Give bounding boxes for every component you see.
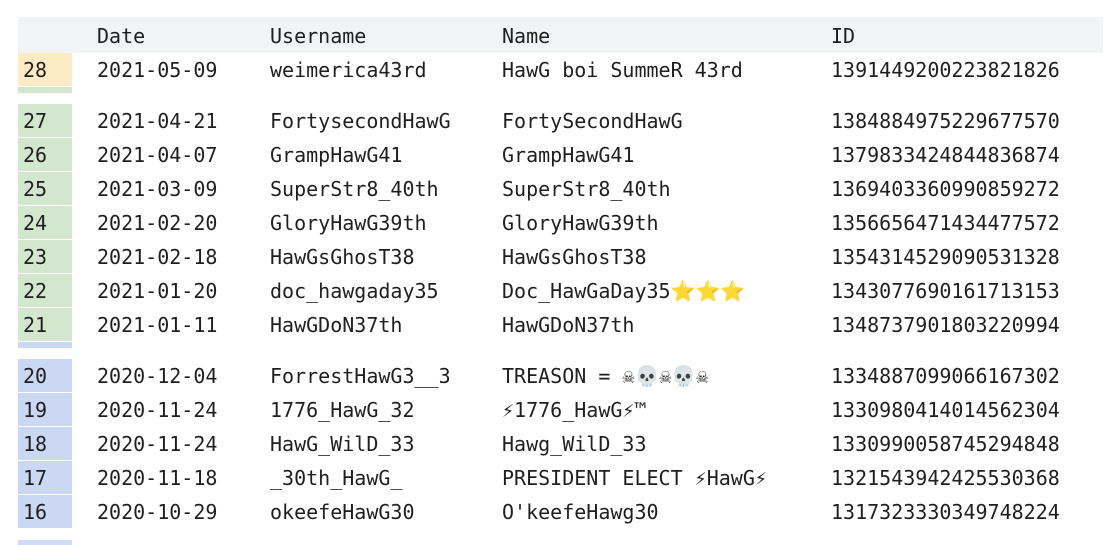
row-number[interactable]: 28 [18, 53, 72, 86]
date-cell[interactable]: 2021-04-21 [97, 109, 218, 133]
name-cell[interactable]: GloryHawG39th [502, 211, 659, 235]
table-row[interactable]: 16 2020-10-29 okeefeHawG30 O'keefeHawg30 131… [18, 495, 1103, 529]
table-row[interactable]: 21 2021-01-11 HawGDoN37th HawGDoN37th 134873… [18, 308, 1103, 342]
id-cell[interactable]: 1321543942425530368 [831, 466, 1060, 490]
username-cell[interactable]: SuperStr8_40th [270, 177, 439, 201]
row-number[interactable]: 22 [18, 274, 72, 307]
username-cell[interactable]: HawGDoN37th [270, 313, 403, 337]
id-cell[interactable]: 1343077690161713153 [831, 279, 1060, 303]
date-cell[interactable]: 2021-01-20 [97, 279, 218, 303]
username-cell[interactable]: GloryHawG39th [270, 211, 427, 235]
table-row[interactable]: 20 2020-12-04 ForrestHawG3__3 TREASON = ☠💀☠… [18, 359, 1103, 393]
id-cell[interactable]: 1330980414014562304 [831, 398, 1060, 422]
name-cell[interactable]: Doc_HawGaDay35⭐⭐⭐ [502, 279, 746, 303]
column-header-username[interactable]: Username [270, 24, 367, 48]
username-cell[interactable]: ForrestHawG3__3 [270, 364, 451, 388]
username-cell[interactable]: okeefeHawG30 [270, 500, 415, 524]
table-row[interactable]: 27 2021-04-21 FortysecondHawG FortySecondHa… [18, 104, 1103, 138]
date-cell[interactable]: 2020-12-04 [97, 364, 218, 388]
username-cell[interactable]: HawG_WilD_33 [270, 432, 415, 456]
id-cell[interactable]: 1391449200223821826 [831, 58, 1060, 82]
header-row: Date Username Name ID [18, 17, 1103, 53]
row-number[interactable]: 25 [18, 172, 72, 205]
date-cell[interactable]: 2020-10-29 [97, 500, 218, 524]
table-row[interactable]: 26 2021-04-07 GrampHawG41 GrampHawG41 137983… [18, 138, 1103, 172]
table-row[interactable]: 24 2021-02-20 GloryHawG39th GloryHawG39th 13… [18, 206, 1103, 240]
column-header-id[interactable]: ID [831, 24, 856, 48]
name-cell[interactable]: Hawg_WilD_33 [502, 432, 647, 456]
date-cell[interactable]: 2020-11-24 [97, 432, 218, 456]
name-cell[interactable]: GrampHawG41 [502, 143, 635, 167]
table-row[interactable]: 18 2020-11-24 HawG_WilD_33 Hawg_WilD_33 1330… [18, 427, 1103, 461]
username-cell[interactable]: GrampHawG41 [270, 143, 403, 167]
column-header-date[interactable]: Date [97, 24, 146, 48]
row-number[interactable]: 16 [18, 495, 72, 528]
name-cell[interactable]: FortySecondHawG [502, 109, 683, 133]
row-number[interactable]: 26 [18, 138, 72, 171]
table-row[interactable]: 25 2021-03-09 SuperStr8_40th SuperStr8_40th… [18, 172, 1103, 206]
id-cell[interactable]: 1354314529090531328 [831, 245, 1060, 269]
id-cell[interactable]: 1356656471434477572 [831, 211, 1060, 235]
row-number[interactable]: 23 [18, 240, 72, 273]
date-cell[interactable]: 2021-05-09 [97, 58, 218, 82]
username-cell[interactable]: _30th_HawG_ [270, 466, 403, 490]
name-cell[interactable]: HawG boi SummeR 43rd [502, 58, 743, 82]
name-cell[interactable]: HawGsGhosT38 [502, 245, 647, 269]
column-header-name[interactable]: Name [502, 24, 551, 48]
name-cell[interactable]: HawGDoN37th [502, 313, 635, 337]
date-cell[interactable]: 2021-04-07 [97, 143, 218, 167]
name-cell[interactable]: PRESIDENT ELECT ⚡HawG⚡ [502, 466, 767, 490]
row-number[interactable]: 20 [18, 359, 72, 392]
name-cell[interactable]: ⚡1776_HawG⚡™ [502, 398, 647, 422]
row-number-stub [18, 540, 72, 545]
id-cell[interactable]: 1317323330349748224 [831, 500, 1060, 524]
date-cell[interactable]: 2021-02-18 [97, 245, 218, 269]
id-cell[interactable]: 1369403360990859272 [831, 177, 1060, 201]
username-cell[interactable]: weimerica43rd [270, 58, 427, 82]
table-row[interactable]: 17 2020-11-18 _30th_HawG_ PRESIDENT ELECT ⚡… [18, 461, 1103, 495]
username-cell[interactable]: FortysecondHawG [270, 109, 451, 133]
table-row[interactable]: 28 2021-05-09 weimerica43rd HawG boi SummeR… [18, 53, 1103, 87]
row-number[interactable]: 21 [18, 308, 72, 341]
date-cell[interactable]: 2021-03-09 [97, 177, 218, 201]
name-cell[interactable]: TREASON = ☠💀☠💀☠ [502, 364, 709, 388]
row-number[interactable]: 24 [18, 206, 72, 239]
row-number-stub [18, 342, 72, 348]
id-cell[interactable]: 1334887099066167302 [831, 364, 1060, 388]
username-cell[interactable]: doc_hawgaday35 [270, 279, 439, 303]
date-cell[interactable]: 2021-02-20 [97, 211, 218, 235]
date-cell[interactable]: 2021-01-11 [97, 313, 218, 337]
id-cell[interactable]: 1348737901803220994 [831, 313, 1060, 337]
name-cell[interactable]: SuperStr8_40th [502, 177, 671, 201]
date-cell[interactable]: 2020-11-18 [97, 466, 218, 490]
table-row[interactable]: 19 2020-11-24 1776_HawG_32 ⚡1776_HawG⚡™ 1330… [18, 393, 1103, 427]
row-number[interactable]: 27 [18, 104, 72, 137]
id-cell[interactable]: 1384884975229677570 [831, 109, 1060, 133]
row-number[interactable]: 18 [18, 427, 72, 460]
username-cell[interactable]: 1776_HawG_32 [270, 398, 415, 422]
row-number-stub [18, 87, 72, 93]
date-cell[interactable]: 2020-11-24 [97, 398, 218, 422]
row-number[interactable]: 19 [18, 393, 72, 426]
row-number[interactable]: 17 [18, 461, 72, 494]
username-cell[interactable]: HawGsGhosT38 [270, 245, 415, 269]
id-cell[interactable]: 1379833424844836874 [831, 143, 1060, 167]
table-row[interactable]: 23 2021-02-18 HawGsGhosT38 HawGsGhosT38 1354… [18, 240, 1103, 274]
table-row[interactable]: 22 2021-01-20 doc_hawgaday35 Doc_HawGaDay35… [18, 274, 1103, 308]
id-cell[interactable]: 1330990058745294848 [831, 432, 1060, 456]
name-cell[interactable]: O'keefeHawg30 [502, 500, 659, 524]
